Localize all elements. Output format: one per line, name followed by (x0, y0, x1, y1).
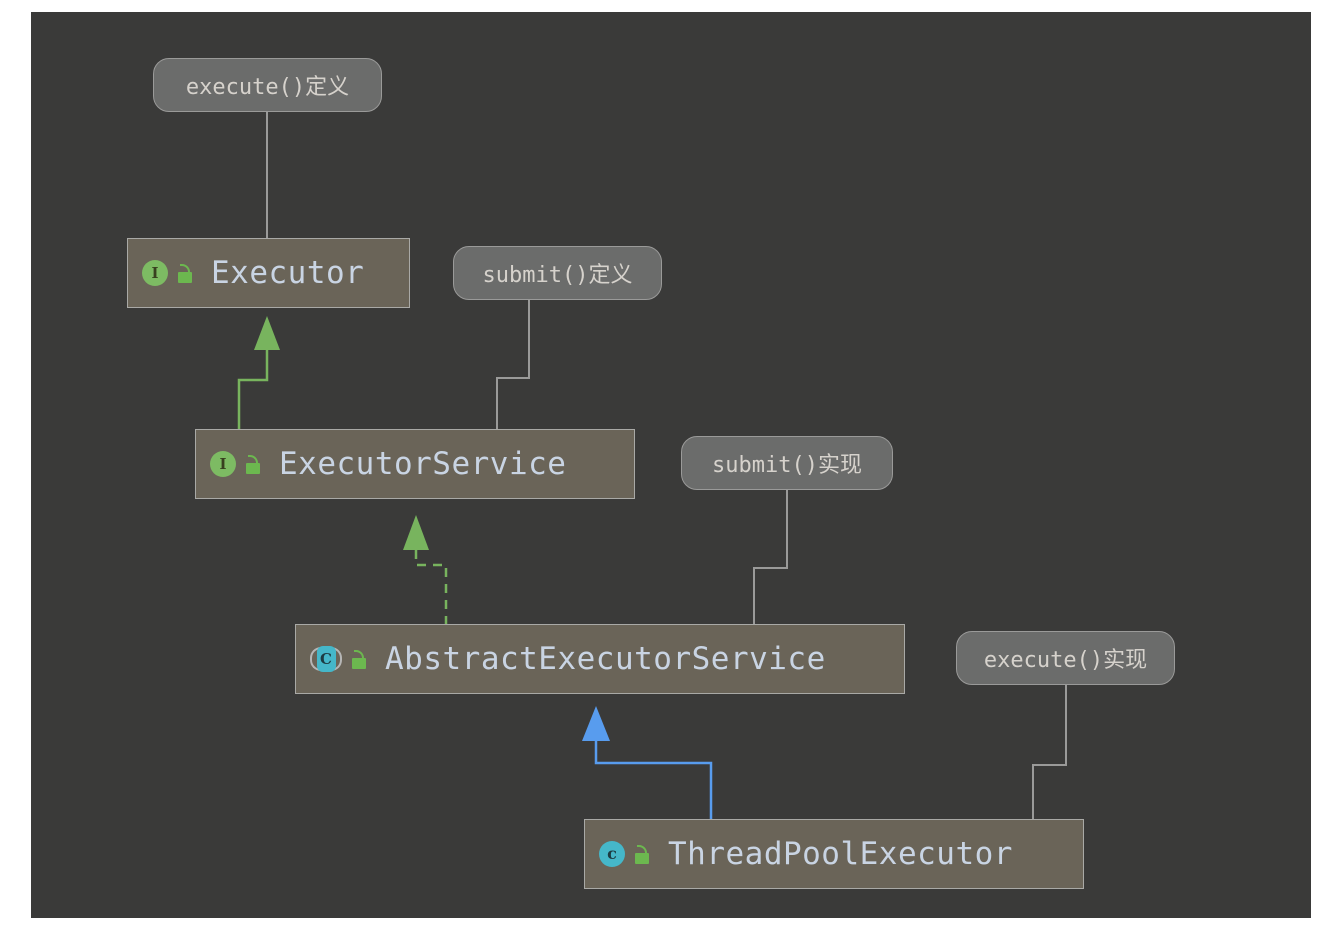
edge-executorservice-extends-executor (237, 350, 269, 430)
unlocked-padlock-icon (349, 647, 369, 671)
unlocked-padlock-icon (632, 842, 652, 866)
note-label: submit()实现 (712, 453, 862, 478)
class-icon: c (599, 841, 625, 867)
unlocked-padlock-icon (243, 452, 263, 476)
note-execute-impl[interactable]: execute()实现 (956, 631, 1175, 685)
node-label: ThreadPoolExecutor (668, 836, 1013, 872)
abstract-class-glyph: C (316, 646, 336, 672)
edge-note-execute-impl (1032, 685, 1067, 820)
node-icons: I (142, 260, 195, 286)
arrowhead-executor (254, 316, 280, 350)
interface-icon: I (210, 451, 236, 477)
note-submit-impl[interactable]: submit()实现 (681, 436, 893, 490)
diagram-canvas[interactable]: execute()定义 submit()定义 submit()实现 execut… (31, 12, 1311, 918)
node-icons: c (599, 841, 652, 867)
node-executor-service[interactable]: I ExecutorService (195, 429, 635, 499)
node-abstract-executor-service[interactable]: C AbstractExecutorService (295, 624, 905, 694)
note-label: execute()定义 (185, 75, 350, 100)
note-execute-define[interactable]: execute()定义 (153, 58, 382, 112)
note-label: submit()定义 (482, 263, 633, 288)
node-label: ExecutorService (279, 446, 567, 482)
node-label: Executor (211, 255, 365, 291)
arrowhead-executorservice (403, 515, 429, 550)
node-icons: I (210, 451, 263, 477)
node-icons: C (310, 645, 369, 673)
edge-note-submit-impl (753, 490, 788, 625)
edge-threadpool-extends-abstract (594, 741, 713, 820)
note-submit-define[interactable]: submit()定义 (453, 246, 662, 300)
edge-note-submit-define (496, 300, 530, 430)
note-label: execute()实现 (983, 648, 1148, 673)
edge-abstract-implements-executorservice (414, 550, 448, 625)
abstract-class-icon: C (310, 645, 342, 673)
node-executor[interactable]: I Executor (127, 238, 410, 308)
unlocked-padlock-icon (175, 261, 195, 285)
arrowhead-abstract-executor-service (582, 706, 610, 741)
node-label: AbstractExecutorService (385, 641, 826, 677)
interface-icon: I (142, 260, 168, 286)
node-thread-pool-executor[interactable]: c ThreadPoolExecutor (584, 819, 1084, 889)
